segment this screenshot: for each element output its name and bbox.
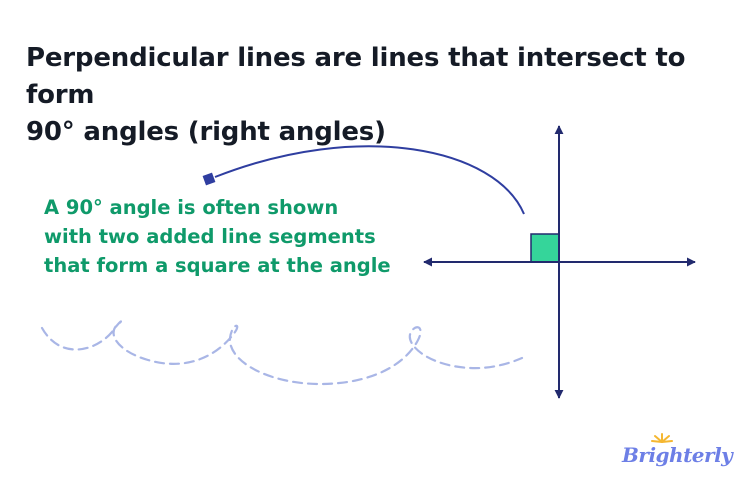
page-title: Perpendicular lines are lines that inter… [26, 40, 726, 151]
arrow-tail-square [202, 172, 216, 186]
brand-name: Brighterly [622, 443, 733, 467]
callout-line-3: that form a square at the angle [44, 254, 391, 277]
curved-arrow-icon [214, 145, 525, 215]
callout-text: A 90° angle is often shown with two adde… [44, 193, 416, 280]
sun-rays-icon [651, 433, 673, 443]
dashed-loop-path [40, 320, 524, 386]
callout-line-1: A 90° angle is often shown [44, 196, 339, 219]
title-line-2: 90° angles (right angles) [26, 117, 386, 147]
right-angle-square-icon [530, 233, 560, 263]
title-line-1: Perpendicular lines are lines that inter… [26, 43, 686, 110]
brand-logo: Brighterly [622, 433, 733, 473]
callout-line-2: with two added line segments [44, 225, 376, 248]
